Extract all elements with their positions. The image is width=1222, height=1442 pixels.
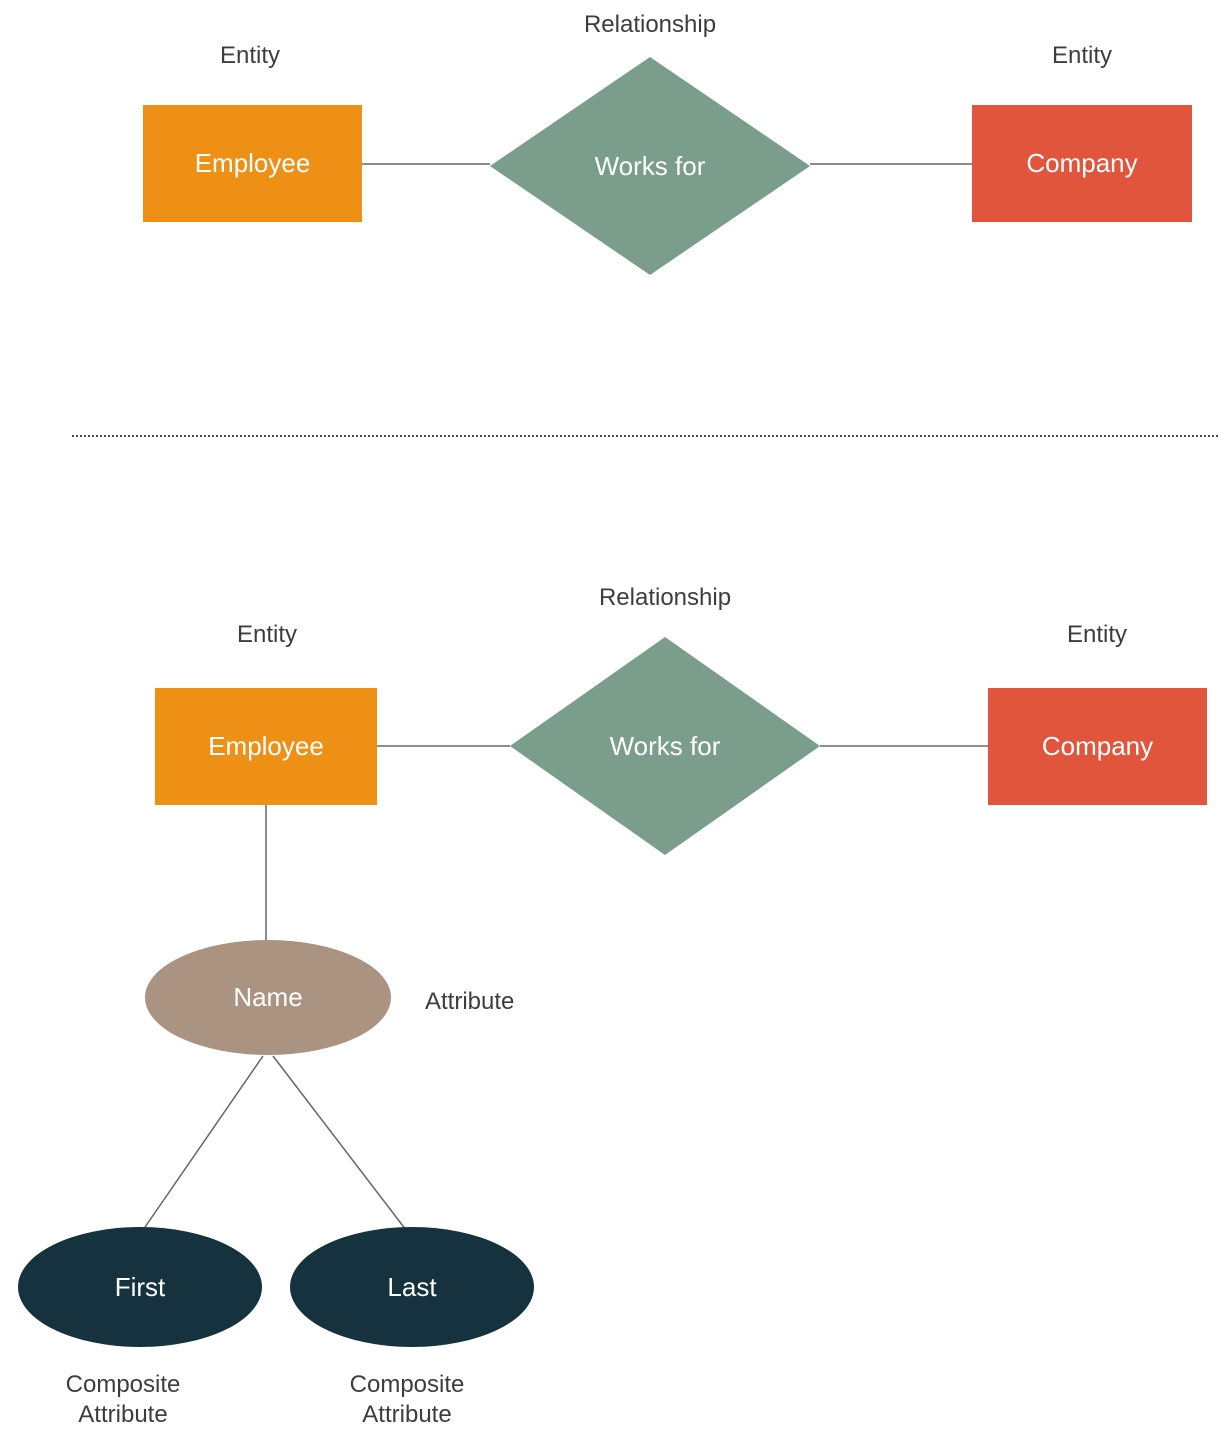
company-entity-bottom-label: Company (1041, 731, 1154, 761)
works-for-relationship-bottom: Works for (510, 637, 820, 855)
composite-attribute-label-last: Composite Attribute (349, 1371, 465, 1428)
entity-label-bottom-right: Entity (1066, 621, 1128, 648)
employee-entity-top: Employee (143, 105, 362, 222)
name-attribute-ellipse: Name (145, 940, 391, 1055)
company-entity-top-label: Company (1026, 148, 1138, 178)
works-for-relationship-top: Works for (490, 57, 810, 275)
employee-entity-bottom: Employee (155, 688, 377, 805)
works-for-relationship-bottom-label: Works for (609, 730, 721, 761)
attribute-label: Attribute (425, 988, 515, 1015)
employee-entity-bottom-label: Employee (208, 731, 324, 761)
company-entity-bottom: Company (988, 688, 1207, 805)
relationship-label-top: Relationship (583, 11, 717, 38)
company-entity-top: Company (972, 105, 1192, 222)
name-attribute-label: Name (233, 982, 303, 1012)
connector-name-last (272, 1055, 407, 1231)
works-for-relationship-top-label: Works for (594, 150, 706, 181)
employee-entity-top-label: Employee (194, 148, 311, 178)
relationship-label-bottom: Relationship (598, 584, 732, 611)
last-attribute-label: Last (387, 1271, 437, 1302)
first-attribute-ellipse: First (18, 1227, 262, 1347)
first-attribute-label: First (114, 1271, 166, 1302)
entity-label-top-left: Entity (219, 42, 281, 69)
last-attribute-ellipse: Last (290, 1227, 534, 1347)
dotted-divider (72, 435, 1218, 437)
connector-name-first (142, 1055, 264, 1231)
composite-attribute-label-first: Composite Attribute (65, 1371, 181, 1428)
entity-label-bottom-left: Entity (236, 621, 298, 648)
entity-label-top-right: Entity (1051, 42, 1113, 69)
